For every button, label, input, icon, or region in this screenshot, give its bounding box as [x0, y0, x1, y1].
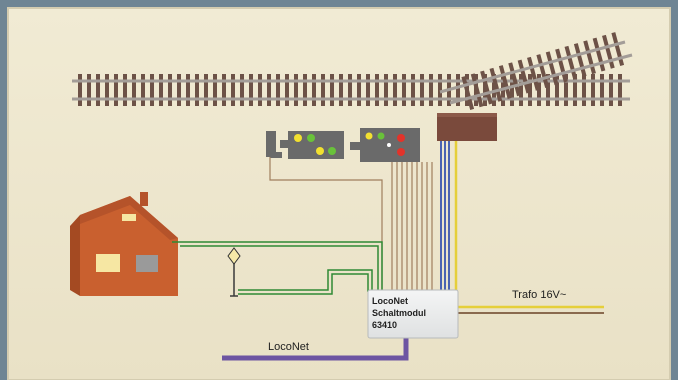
turnout-motor	[437, 113, 497, 141]
module-label: LocoNet Schaltmodul 63410	[372, 295, 456, 331]
track-sleeper	[339, 74, 343, 106]
track-sleeper	[285, 74, 289, 106]
track-sleeper	[600, 74, 604, 106]
schaltmodul-box	[367, 289, 459, 339]
track-sleeper	[312, 74, 316, 106]
track-sleeper	[231, 74, 235, 106]
track-sleeper	[429, 74, 433, 106]
signal-left	[266, 131, 344, 159]
straight-track	[72, 74, 630, 106]
signal-lamp-green	[307, 134, 315, 142]
signal-lamp-white	[387, 143, 391, 147]
track-sleeper	[204, 74, 208, 106]
track-sleeper	[375, 74, 379, 106]
track-sleeper	[483, 74, 487, 106]
track-sleeper	[78, 74, 82, 106]
signal-lamp-red	[397, 148, 405, 156]
module-label-line1: LocoNet	[372, 296, 408, 306]
track-sleeper	[186, 74, 190, 106]
house-attic-window	[122, 214, 136, 221]
trafo-label: Trafo 16V~	[512, 289, 567, 301]
track-sleeper	[150, 74, 154, 106]
house	[70, 192, 178, 296]
track-sleeper	[420, 74, 424, 106]
track-sleeper	[508, 62, 521, 97]
track-sleeper	[536, 54, 550, 88]
track-sleeper	[267, 74, 271, 106]
track-sleeper	[195, 74, 199, 106]
track-sleeper	[591, 74, 595, 106]
brown-signal-wires	[269, 157, 433, 292]
track-sleeper	[517, 59, 531, 94]
track-sleeper	[213, 74, 217, 106]
track-sleeper	[527, 56, 540, 91]
street-lamp	[227, 247, 241, 297]
board-background	[8, 8, 670, 380]
track-sleeper	[276, 74, 280, 106]
track-sleeper	[366, 74, 370, 106]
track-sleeper	[402, 74, 406, 106]
loconet-label: LocoNet	[268, 341, 309, 353]
track-sleeper	[114, 74, 118, 106]
module-label-line3: 63410	[372, 320, 398, 330]
track-sleeper	[348, 74, 352, 106]
track-sleeper	[177, 74, 181, 106]
track-sleeper	[105, 74, 109, 106]
track-sleeper	[555, 74, 559, 106]
turnout-diverging-track	[439, 32, 633, 110]
track-sleeper	[528, 74, 532, 106]
track-sleeper	[222, 74, 226, 106]
track-sleeper	[393, 74, 397, 106]
track-sleeper	[123, 74, 127, 106]
track-sleeper	[438, 74, 442, 106]
track-sleeper	[498, 65, 512, 99]
track-sleeper	[510, 74, 514, 106]
green-lighting-wires	[172, 241, 383, 295]
track-sleeper	[141, 74, 145, 106]
track-sleeper	[168, 74, 172, 106]
track-sleeper	[240, 74, 244, 106]
track-sleeper	[411, 74, 415, 106]
turnout-wires	[440, 141, 458, 292]
track-sleeper	[159, 74, 163, 106]
track-sleeper	[519, 74, 523, 106]
track-sleeper	[609, 74, 613, 106]
track-sleeper	[249, 74, 253, 106]
track-sleeper	[357, 74, 361, 106]
track-sleeper	[456, 74, 460, 106]
signal-right	[350, 128, 420, 162]
track-sleeper	[564, 74, 568, 106]
signal-lamp-yellow	[294, 134, 302, 142]
signal-lamp-yellow	[365, 132, 373, 140]
house-window-dark	[136, 255, 158, 272]
track-sleeper	[546, 74, 550, 106]
signal-lamp-yellow	[316, 147, 324, 155]
track-sleeper	[294, 74, 298, 106]
track-sleeper	[132, 74, 136, 106]
track-sleeper	[384, 74, 388, 106]
track-sleeper	[618, 74, 622, 106]
loconet-cable	[222, 338, 409, 361]
track-sleeper	[321, 74, 325, 106]
signal-lamp-red	[397, 134, 405, 142]
board-shade	[7, 7, 671, 380]
track-sleeper	[87, 74, 91, 106]
module-label-line2: Schaltmodul	[372, 308, 427, 318]
signal-lamp-green	[328, 147, 336, 155]
track-sleeper	[537, 74, 541, 106]
track-sleeper	[330, 74, 334, 106]
trafo-wires	[458, 305, 604, 314]
track-sleeper	[582, 74, 586, 106]
signal-lamp-green	[377, 132, 385, 140]
house-window-lit	[96, 254, 120, 272]
track-sleeper	[96, 74, 100, 106]
track-sleeper	[258, 74, 262, 106]
track-sleeper	[303, 74, 307, 106]
track-sleeper	[573, 74, 577, 106]
